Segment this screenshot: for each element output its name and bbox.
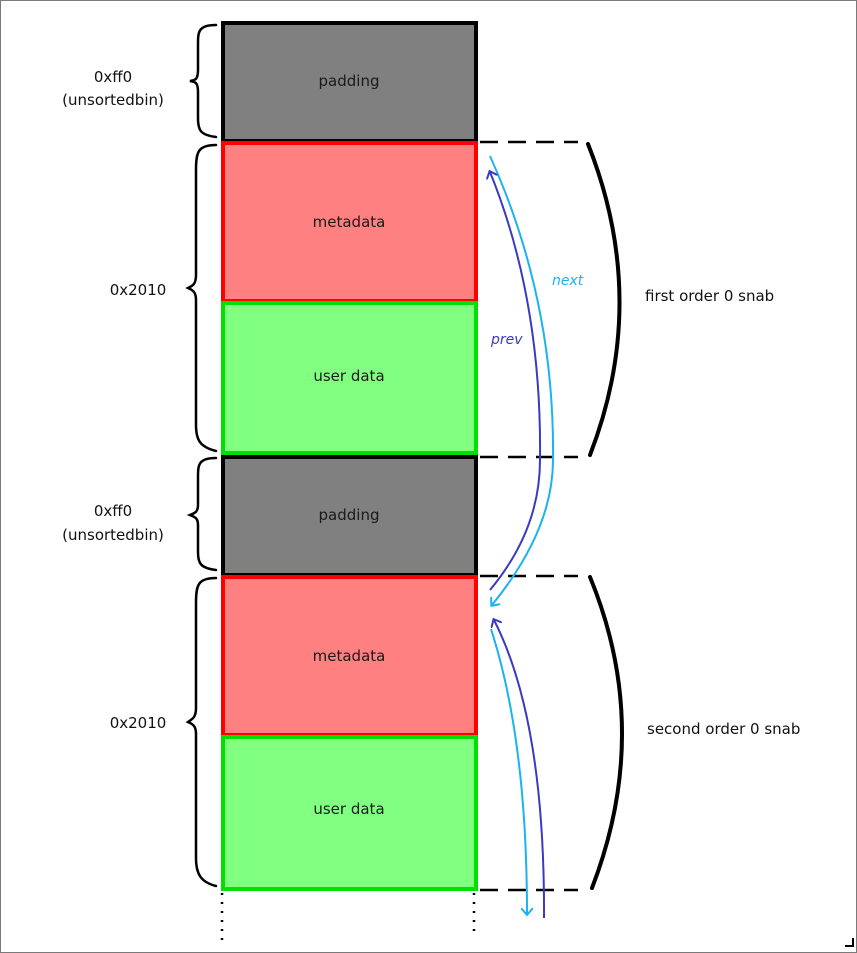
size-label-sub: (unsortedbin)	[62, 91, 164, 109]
user-data-block-2	[221, 735, 478, 891]
memory-blocks	[221, 21, 478, 891]
group-brackets	[586, 142, 624, 890]
block-label: metadata	[313, 213, 386, 231]
metadata-block-1	[221, 141, 478, 303]
size-label: 0xff0	[94, 68, 132, 86]
resize-handle-icon	[845, 938, 854, 947]
group-label: second order 0 snab	[647, 720, 800, 738]
group-boundaries	[480, 140, 578, 892]
group-labels: first order 0 snab second order 0 snab	[645, 287, 800, 738]
brace-icon	[189, 23, 218, 139]
size-labels: 0xff0 (unsortedbin) 0x2010 0xff0 (unsort…	[62, 68, 166, 732]
user-data-block-1	[221, 301, 478, 455]
block-label: user data	[313, 800, 384, 818]
pointer-arrows	[489, 155, 555, 919]
brace-icon	[185, 576, 218, 888]
padding-block-2	[221, 455, 478, 577]
next-arrow-2	[490, 628, 527, 914]
size-label: 0x2010	[110, 281, 167, 299]
bracket-icon	[586, 142, 622, 457]
bracket-icon	[588, 575, 624, 890]
block-label: padding	[319, 72, 380, 90]
prev-pointer-label: prev	[490, 332, 523, 348]
size-label: 0x2010	[110, 714, 167, 732]
prev-arrow-1	[490, 172, 542, 591]
next-arrow-1	[489, 155, 555, 605]
size-label: 0xff0	[94, 502, 132, 520]
next-pointer-label: next	[552, 273, 584, 289]
block-label: metadata	[313, 647, 386, 665]
block-label: padding	[319, 506, 380, 524]
brace-icon	[186, 456, 218, 572]
block-labels: padding metadata user data padding metad…	[313, 72, 386, 818]
block-label: user data	[313, 367, 384, 385]
prev-arrow-2	[494, 620, 546, 919]
size-label-sub: (unsortedbin)	[62, 526, 164, 544]
group-label: first order 0 snab	[645, 287, 774, 305]
continuation-dots	[220, 893, 476, 942]
size-braces	[185, 23, 218, 888]
brace-icon	[185, 143, 218, 453]
